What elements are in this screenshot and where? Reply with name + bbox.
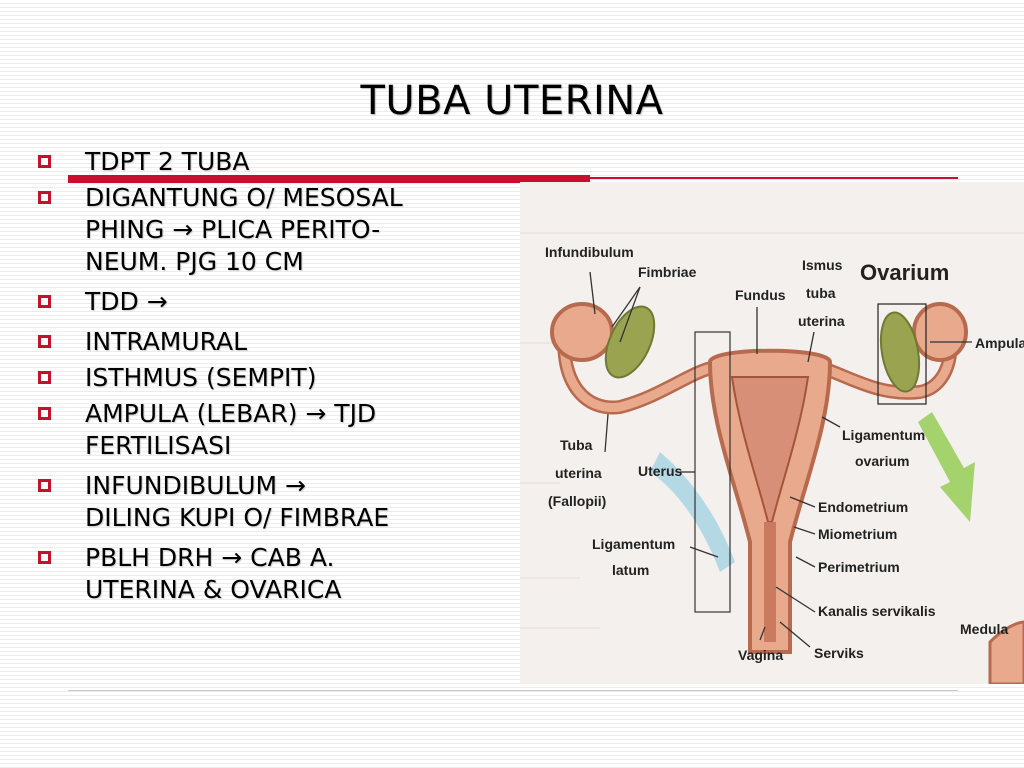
label-serviks: Serviks bbox=[814, 645, 864, 661]
label-ligamentum-ovarium-line1: Ligamentum bbox=[842, 427, 925, 443]
label-perimetrium: Perimetrium bbox=[818, 559, 900, 575]
label-tuba-line3: (Fallopii) bbox=[548, 493, 606, 509]
label-endometrium: Endometrium bbox=[818, 499, 908, 515]
label-tuba-line1: Tuba bbox=[560, 437, 593, 453]
square-bullet-icon bbox=[38, 295, 51, 308]
label-ligamentum-latum-line1: Ligamentum bbox=[592, 536, 675, 552]
bullet-list: TDPT 2 TUBA DIGANTUNG O/ MESOSAL PHING →… bbox=[30, 146, 500, 614]
bullet-item: DIGANTUNG O/ MESOSAL PHING → PLICA PERIT… bbox=[30, 182, 500, 278]
bullet-text: TDD → bbox=[85, 287, 168, 316]
square-bullet-icon bbox=[38, 335, 51, 348]
label-tuba-line2: uterina bbox=[555, 465, 602, 481]
green-arrow-shape bbox=[918, 412, 975, 522]
bullet-text: INFUNDIBULUM → DILING KUPI O/ FIMBRAE bbox=[85, 471, 390, 532]
square-bullet-icon bbox=[38, 479, 51, 492]
label-ovarium: Ovarium bbox=[860, 260, 949, 285]
bullet-text: PBLH DRH → CAB A. UTERINA & OVARICA bbox=[85, 543, 342, 604]
label-infundibulum: Infundibulum bbox=[545, 244, 634, 260]
square-bullet-icon bbox=[38, 155, 51, 168]
cervical-canal-shape bbox=[764, 522, 776, 642]
footer-rule bbox=[68, 690, 958, 691]
bullet-item: AMPULA (LEBAR) → TJD FERTILISASI bbox=[30, 398, 500, 462]
bullet-text: TDPT 2 TUBA bbox=[85, 147, 250, 176]
square-bullet-icon bbox=[38, 551, 51, 564]
left-infundibulum-shape bbox=[550, 302, 614, 362]
label-medula: Medula bbox=[960, 621, 1008, 637]
label-ligamentum-latum-line2: latum bbox=[612, 562, 649, 578]
bullet-text: DIGANTUNG O/ MESOSAL PHING → PLICA PERIT… bbox=[85, 183, 403, 276]
bullet-item: INTRAMURAL bbox=[30, 326, 500, 358]
bullet-item: ISTHMUS (SEMPIT) bbox=[30, 362, 500, 394]
bullet-item: INFUNDIBULUM → DILING KUPI O/ FIMBRAE bbox=[30, 470, 500, 534]
label-ligamentum-ovarium-line2: ovarium bbox=[855, 453, 909, 469]
bullet-item: TDPT 2 TUBA bbox=[30, 146, 500, 178]
label-fundus: Fundus bbox=[735, 287, 786, 303]
uterus-anatomy-figure: Infundibulum Fimbriae Fundus Ismus tuba … bbox=[520, 182, 1024, 684]
ligament-latum-shape bbox=[650, 452, 735, 572]
square-bullet-icon bbox=[38, 371, 51, 384]
slide-title: TUBA UTERINA bbox=[360, 78, 664, 124]
uterus-anatomy-illustration: Infundibulum Fimbriae Fundus Ismus tuba … bbox=[520, 232, 1024, 684]
label-kanalis-servikalis: Kanalis servikalis bbox=[818, 603, 936, 619]
label-uterus: Uterus bbox=[638, 463, 683, 479]
label-miometrium: Miometrium bbox=[818, 526, 897, 542]
title-underline-rule bbox=[590, 177, 958, 179]
medula-partial-shape bbox=[988, 620, 1024, 684]
label-ampula: Ampula bbox=[975, 335, 1024, 351]
bullet-text: AMPULA (LEBAR) → TJD FERTILISASI bbox=[85, 399, 377, 460]
bullet-item: TDD → bbox=[30, 286, 500, 318]
label-fimbriae: Fimbriae bbox=[638, 264, 697, 280]
label-ismus-line2: tuba bbox=[806, 285, 836, 301]
label-ismus-line3: uterina bbox=[798, 313, 845, 329]
left-ovary-shape bbox=[604, 305, 656, 379]
right-ovary-shape bbox=[879, 311, 921, 393]
right-ampulla-shape bbox=[912, 302, 968, 362]
title-underline-bar bbox=[68, 175, 590, 183]
bullet-text: ISTHMUS (SEMPIT) bbox=[85, 363, 317, 392]
ovarium-highlight-box bbox=[877, 303, 927, 405]
bullet-item: PBLH DRH → CAB A. UTERINA & OVARICA bbox=[30, 542, 500, 606]
label-ismus-line1: Ismus bbox=[802, 257, 843, 273]
square-bullet-icon bbox=[38, 191, 51, 204]
square-bullet-icon bbox=[38, 407, 51, 420]
label-vagina: Vagina bbox=[738, 647, 783, 663]
bullet-text: INTRAMURAL bbox=[85, 327, 248, 356]
